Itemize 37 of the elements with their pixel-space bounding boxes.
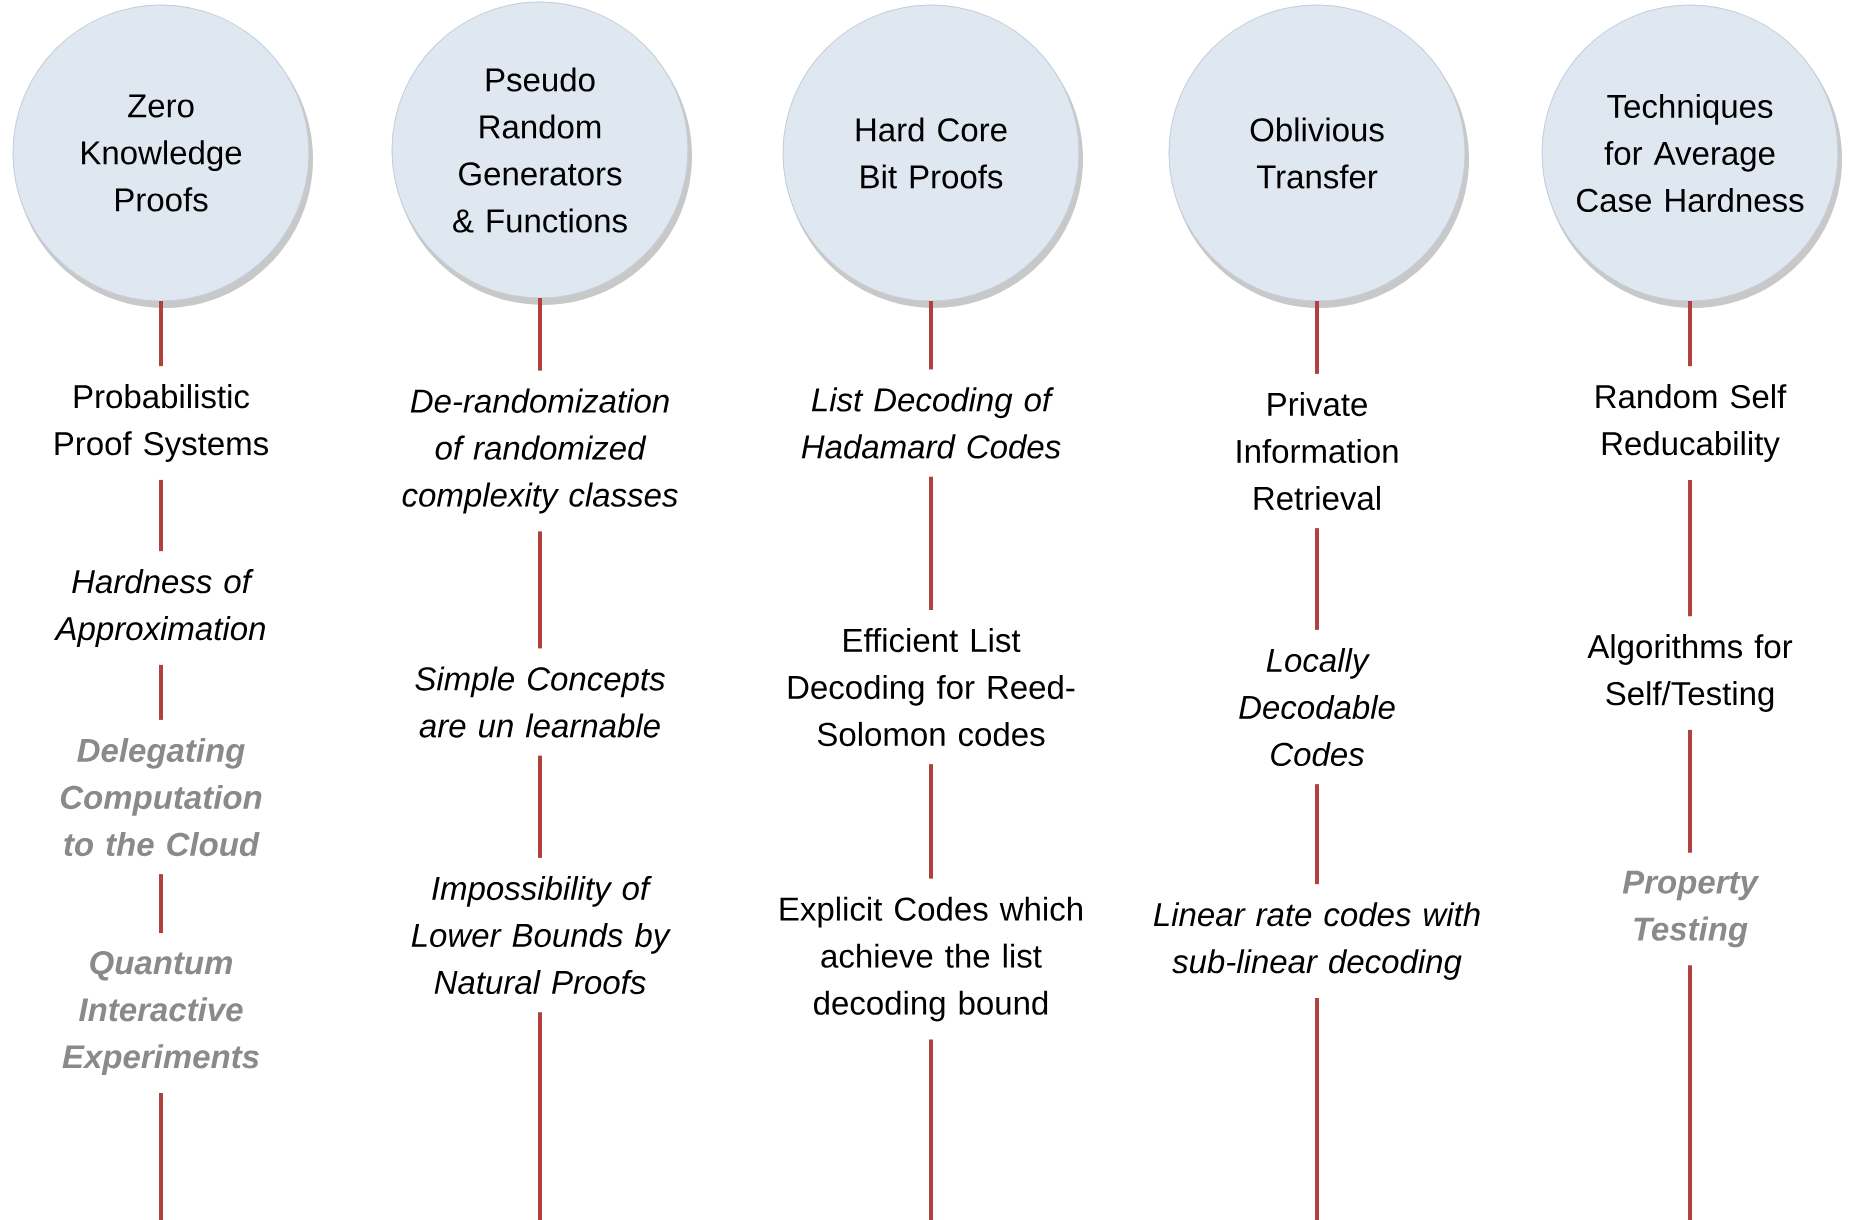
connector-line	[538, 1012, 542, 1220]
topic-text: De-randomization of randomized complexity classes	[402, 388, 678, 514]
topic-text: Simple Concepts are un learnable	[415, 666, 665, 738]
connector-line	[159, 664, 163, 720]
connector-line	[159, 301, 163, 367]
topic-text: Hardness of Approximation	[53, 569, 265, 647]
connector-line	[929, 764, 933, 879]
connector-line	[929, 1039, 933, 1220]
topic-text: Property Testing	[1622, 870, 1760, 948]
connector-line	[1688, 301, 1692, 367]
topic-text: List Decoding of Hadamard Codes	[801, 387, 1061, 459]
topic-text: Private Information Retrieval	[1237, 391, 1398, 511]
topic-text: Quantum Interactive Experiments	[62, 951, 259, 1075]
topic-text: Random Self Reducability	[1596, 384, 1787, 462]
topic-text: Efficient List Decoding for Reed-Solomon codes	[788, 627, 1075, 747]
connector-line	[159, 874, 163, 934]
topic-text: Probabilistic Proof Systems	[55, 384, 268, 462]
connector-line	[1315, 784, 1319, 885]
connector-line	[538, 531, 542, 649]
connector-line	[1688, 479, 1692, 617]
connector-line	[538, 298, 542, 371]
connector-line	[1315, 528, 1319, 630]
connector-line	[1315, 997, 1319, 1220]
topic-text: Linear rate codes with sub-linear decoding	[1153, 902, 1480, 980]
topic-text: Algorithms for Self/Testing	[1587, 634, 1793, 712]
connector-line	[929, 476, 933, 610]
connector-line	[1688, 965, 1692, 1220]
connector-line	[159, 479, 163, 552]
topic-text: Locally Decodable Codes	[1239, 647, 1395, 767]
topic-text: Delegating Computation to the Cloud	[60, 737, 262, 857]
connector-line	[1688, 729, 1692, 853]
connector-line	[538, 755, 542, 858]
connector-line	[1315, 301, 1319, 374]
connector-line	[159, 1092, 163, 1220]
topic-text: Explicit Codes which achieve the list decoding bound	[780, 896, 1082, 1022]
topic-text: Impossibility of Lower Bounds by Natural Proofs	[411, 875, 671, 995]
connector-line	[929, 301, 933, 370]
